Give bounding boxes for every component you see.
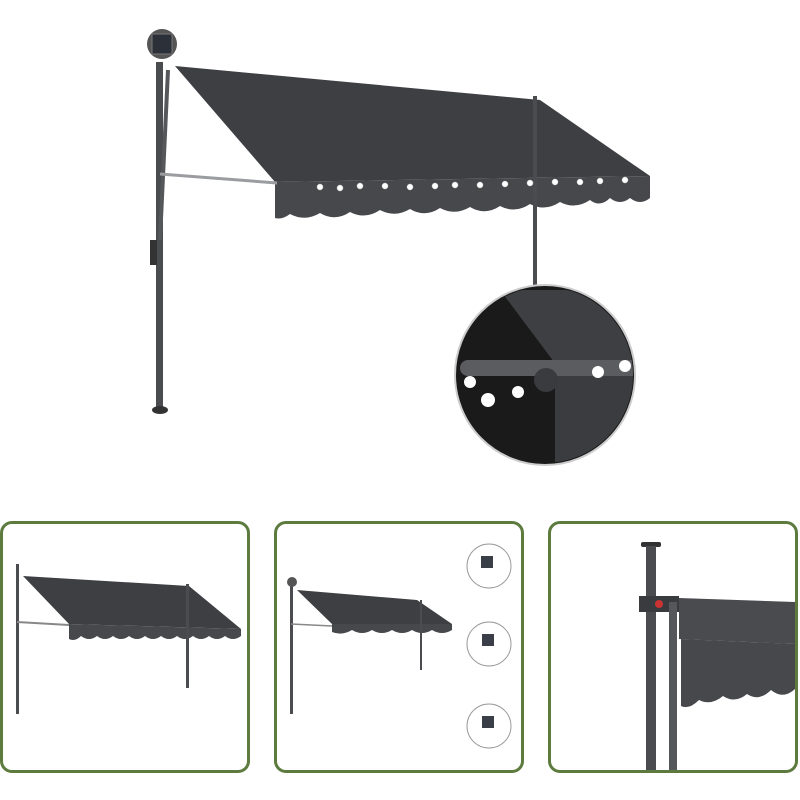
thumbnail-side-view[interactable] xyxy=(0,521,250,773)
awning-valance xyxy=(275,176,650,219)
thumbnail-bracket-closeup[interactable] xyxy=(548,521,798,773)
led-detail-inset xyxy=(454,284,636,466)
main-product-image xyxy=(147,29,650,466)
solar-panel-icon xyxy=(147,29,177,59)
awning-canopy xyxy=(175,66,650,182)
thumbnail-led-solar-view[interactable] xyxy=(274,521,524,773)
led-string xyxy=(316,176,629,192)
right-pole xyxy=(533,96,537,286)
